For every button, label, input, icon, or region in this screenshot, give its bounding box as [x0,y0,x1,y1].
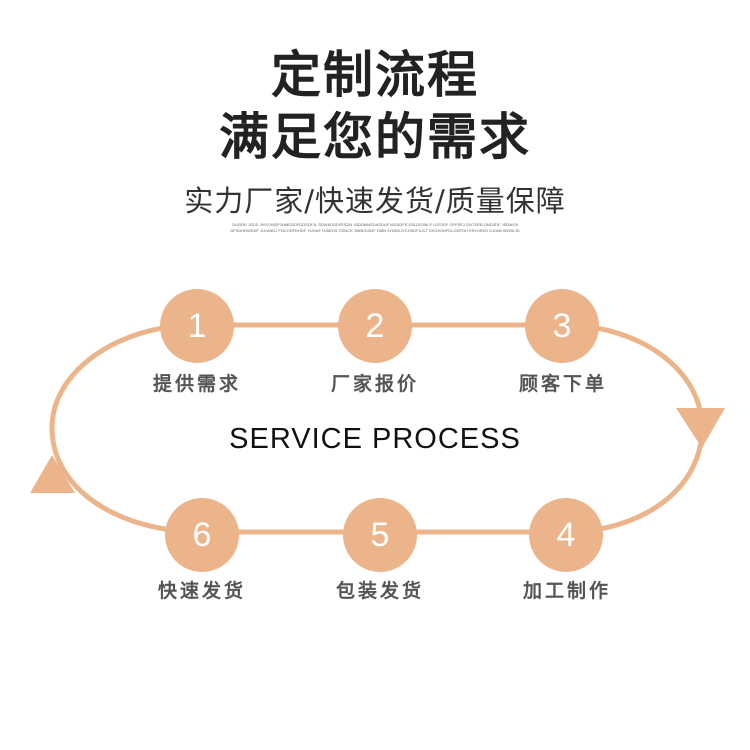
center-text: SERVICE PROCESS [229,423,521,455]
step-label-6: 快速发货 [157,580,246,602]
step-label-4: 加工制作 [522,580,611,602]
step-number-6: 6 [192,516,212,554]
down-arrow-icon [676,408,725,448]
step-label-1: 提供需求 [152,373,241,395]
step-label-3: 顾客下单 [518,373,607,395]
title-line-2: 满足您的需求 [219,108,531,166]
step-circle-4 [529,498,603,572]
step-label-5: 包装发货 [335,580,424,602]
step-circle-6 [165,498,239,572]
subtitle: 实力厂家/快速发货/质量保障 [184,184,566,218]
step-circle-2 [338,289,412,363]
step-circle-5 [343,498,417,572]
step-number-4: 4 [556,516,576,554]
step-circle-1 [160,289,234,363]
step-number-3: 3 [552,307,572,345]
step-circle-3 [525,289,599,363]
up-arrow-icon [30,455,75,493]
title-line-1: 定制流程 [271,46,479,104]
step-number-5: 5 [370,516,390,554]
step-number-2: 2 [365,307,385,345]
step-number-1: 1 [187,307,207,345]
fine-print: OLIRDE JGDS JHGOHIDF2HMDSDFDDSDFJL SDWKD… [230,222,520,233]
step-label-2: 厂家报价 [330,373,419,395]
